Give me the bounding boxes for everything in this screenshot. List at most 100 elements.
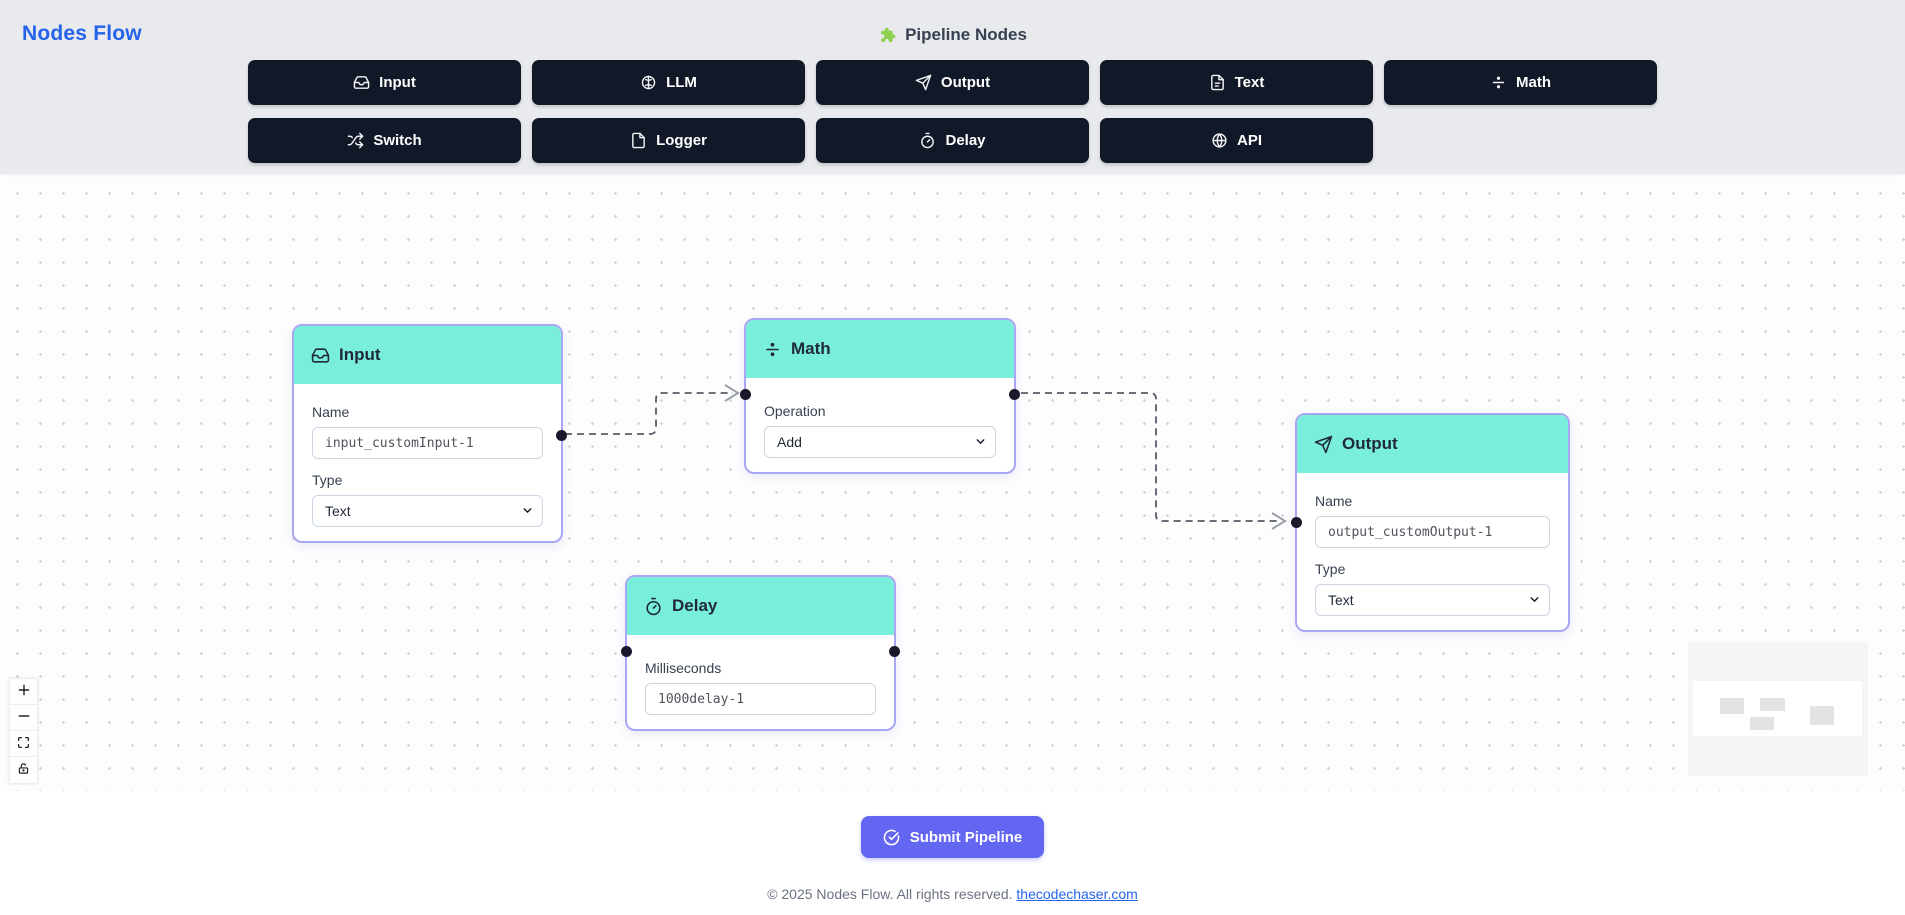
footer-link[interactable]: thecodechaser.com: [1016, 886, 1138, 902]
node-title: Input: [339, 345, 381, 364]
panel-title-label: Pipeline Nodes: [905, 25, 1027, 44]
edge-input-math: [565, 392, 733, 435]
lock-button[interactable]: [10, 757, 37, 783]
handle-target[interactable]: [740, 389, 751, 400]
shuffle-icon: [347, 132, 364, 149]
file-icon: [630, 132, 647, 149]
node-palette: Input LLM Output Text: [248, 60, 1657, 163]
name-input[interactable]: [312, 427, 543, 459]
send-icon: [1314, 435, 1333, 454]
palette-button-label: Delay: [945, 132, 986, 149]
minimap-node-delay: [1750, 717, 1774, 730]
fit-view-button[interactable]: [10, 731, 37, 757]
zoom-out-button[interactable]: [10, 705, 37, 731]
palette-button-label: Output: [940, 74, 991, 91]
name-field-label: Name: [1315, 493, 1353, 509]
node-delay-body: Milliseconds: [627, 635, 894, 729]
node-title: Delay: [672, 596, 718, 615]
panel-title: Pipeline Nodes: [0, 25, 1905, 45]
palette-button-label: Logger: [656, 132, 707, 149]
minimap-node-input: [1720, 698, 1744, 714]
palette-button-delay[interactable]: Delay: [816, 118, 1089, 163]
type-field-group: Type Text: [1315, 561, 1550, 616]
node-input[interactable]: Input Name Type Text: [292, 324, 567, 543]
node-input-body: Name Type Text: [294, 384, 561, 541]
node-output-body: Name Type Text: [1297, 473, 1568, 630]
node-math[interactable]: Math Operation Add: [740, 318, 1020, 474]
palette-button-text[interactable]: Text: [1100, 60, 1373, 105]
minimap-node-math: [1760, 698, 1785, 711]
name-input[interactable]: [1315, 516, 1550, 548]
footer-copyright: © 2025 Nodes Flow. All rights reserved. …: [767, 886, 1138, 902]
palette-button-logger[interactable]: Logger: [532, 118, 805, 163]
minimap[interactable]: [1688, 642, 1868, 776]
palette-button-label: API: [1236, 132, 1262, 149]
flow-canvas[interactable]: Input Name Type Text: [0, 174, 1905, 791]
edge-arrow-icon: [724, 384, 740, 402]
type-field-group: Type Text: [312, 472, 543, 527]
app-title[interactable]: Nodes Flow: [22, 22, 142, 45]
name-field-group: Name: [1315, 493, 1550, 548]
handle-source[interactable]: [889, 646, 900, 657]
copyright-text: © 2025 Nodes Flow. All rights reserved.: [767, 886, 1013, 902]
edge-arrow-icon: [1271, 512, 1287, 530]
edge-layer: [565, 384, 1287, 530]
stopwatch-icon: [919, 132, 936, 149]
palette-button-label: LLM: [666, 74, 697, 91]
inbox-icon: [311, 346, 330, 365]
canvas-controls: [10, 679, 37, 783]
divide-icon: [763, 340, 782, 359]
document-icon: [1209, 74, 1226, 91]
node-delay-header[interactable]: Delay: [627, 577, 894, 635]
handle-target[interactable]: [1291, 517, 1302, 528]
operation-select[interactable]: Add: [764, 426, 996, 458]
type-select[interactable]: Text: [312, 495, 543, 527]
node-math-header[interactable]: Math: [746, 320, 1014, 378]
node-math-body: Operation Add: [746, 378, 1014, 472]
palette-button-output[interactable]: Output: [816, 60, 1089, 105]
palette-button-math[interactable]: Math: [1384, 60, 1657, 105]
operation-field-group: Operation Add: [764, 403, 996, 458]
handle-source[interactable]: [1009, 389, 1020, 400]
milliseconds-field-label: Milliseconds: [645, 660, 722, 676]
palette-button-label: Math: [1516, 74, 1551, 91]
minimap-node-output: [1810, 706, 1834, 725]
milliseconds-field-group: Milliseconds: [645, 660, 876, 715]
palette-button-llm[interactable]: LLM: [532, 60, 805, 105]
palette-button-switch[interactable]: Switch: [248, 118, 521, 163]
bottom-bar: Submit Pipeline © 2025 Nodes Flow. All r…: [0, 791, 1905, 915]
palette-button-label: Switch: [373, 132, 422, 149]
divide-icon: [1490, 74, 1507, 91]
palette-button-label: Text: [1234, 74, 1265, 91]
minus-icon: [17, 709, 31, 726]
node-title: Output: [1342, 434, 1398, 453]
lock-open-icon: [17, 762, 30, 778]
fit-view-icon: [17, 736, 30, 752]
handle-source[interactable]: [556, 430, 567, 441]
node-output[interactable]: Output Name Type Text: [1291, 413, 1570, 632]
stopwatch-icon: [644, 597, 663, 616]
top-bar: Nodes Flow Pipeline Nodes Input LLM: [0, 0, 1905, 174]
operation-field-label: Operation: [764, 403, 826, 419]
node-title: Math: [791, 339, 831, 358]
node-output-header[interactable]: Output: [1297, 415, 1568, 473]
plus-icon: [17, 683, 31, 700]
palette-button-input[interactable]: Input: [248, 60, 521, 105]
name-field-label: Name: [312, 404, 350, 420]
check-circle-icon: [883, 829, 900, 846]
handle-target[interactable]: [621, 646, 632, 657]
palette-button-label: Input: [379, 74, 416, 91]
inbox-icon: [353, 74, 370, 91]
type-select[interactable]: Text: [1315, 584, 1550, 616]
edge-math-output: [1021, 392, 1281, 522]
submit-pipeline-label: Submit Pipeline: [909, 828, 1023, 846]
zoom-in-button[interactable]: [10, 679, 37, 705]
brain-icon: [640, 74, 657, 91]
palette-button-api[interactable]: API: [1100, 118, 1373, 163]
node-input-header[interactable]: Input: [294, 326, 561, 384]
send-icon: [915, 74, 932, 91]
submit-pipeline-button[interactable]: Submit Pipeline: [860, 816, 1045, 858]
node-delay[interactable]: Delay Milliseconds: [621, 575, 900, 731]
milliseconds-input[interactable]: [645, 683, 876, 715]
